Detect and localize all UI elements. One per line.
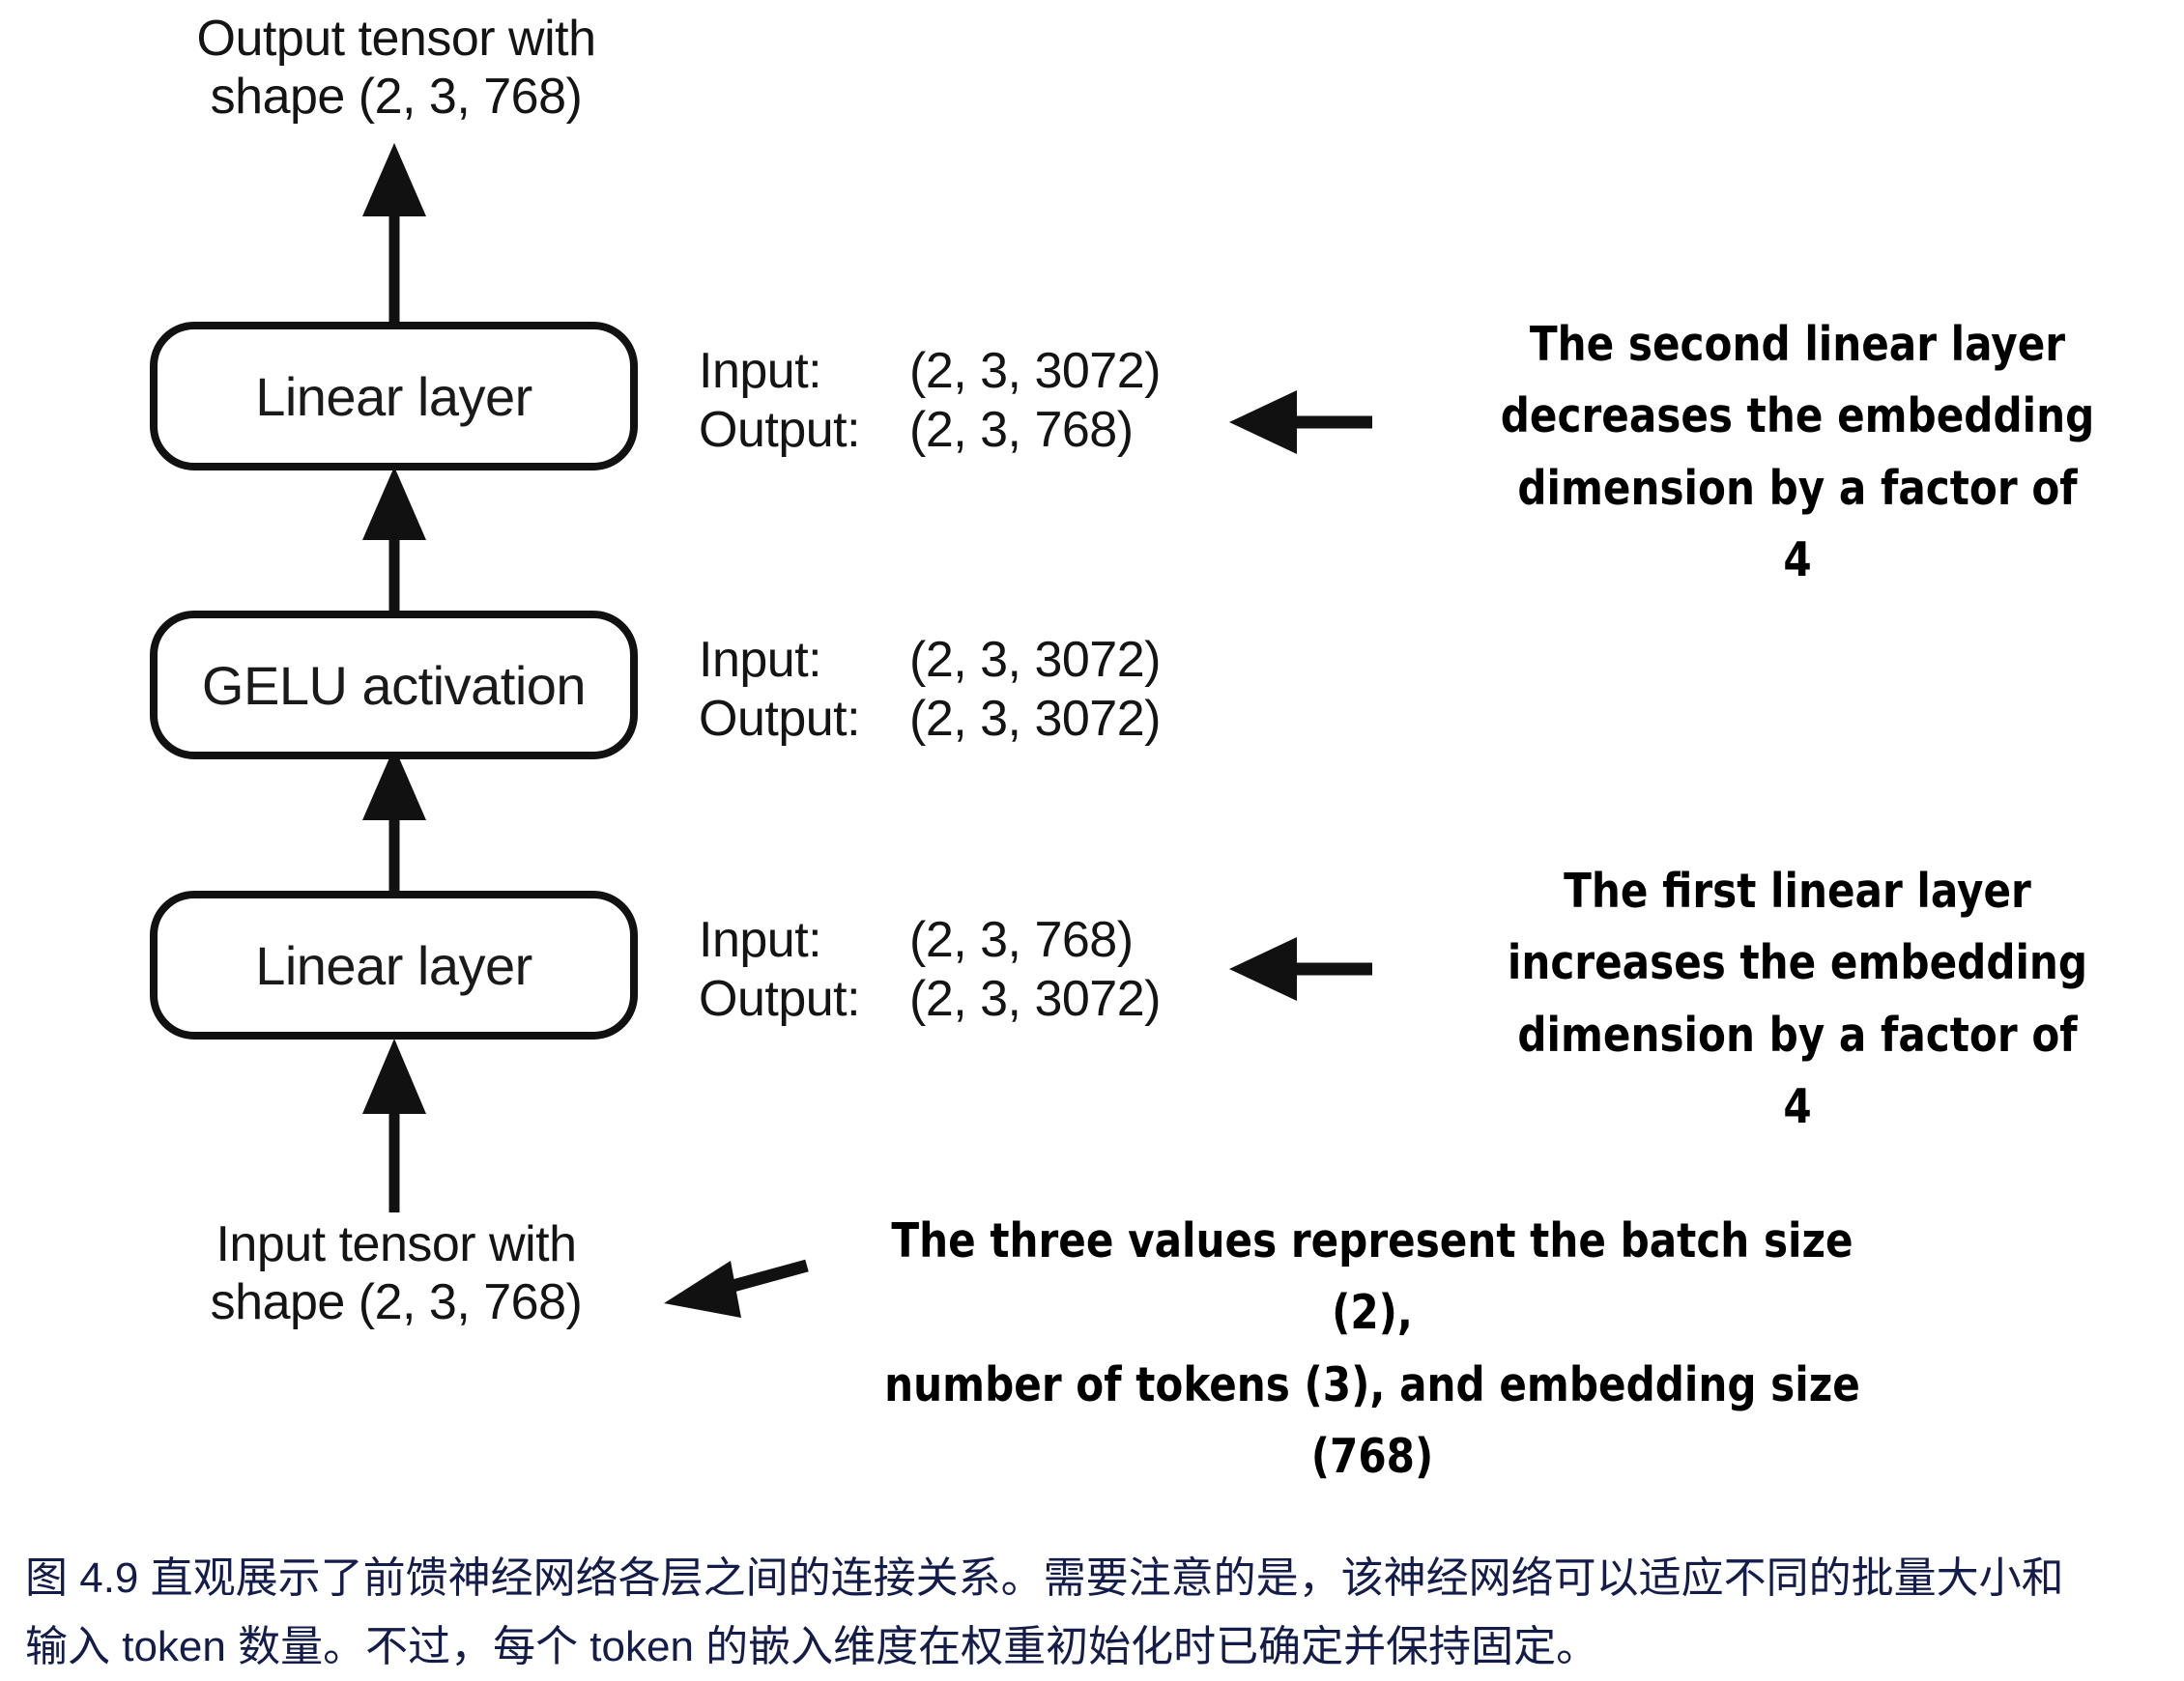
annotation-shape-meaning: The three values represent the batch siz… [884, 1213, 1860, 1485]
arrow-to-output [362, 143, 426, 322]
io-input-key: Input: [699, 912, 822, 968]
output-tensor-label: Output tensor with shape (2, 3, 768) [196, 11, 597, 126]
io-output-value: (2, 3, 3072) [909, 971, 1161, 1028]
arrow-gelu-to-linear2 [362, 467, 426, 611]
io-output-row: Output: (2, 3, 768) [699, 401, 1161, 460]
figure-caption-line-2: 输入 token 数量。不过，每个 token 的嵌入维度在权重初始化时已确定并… [25, 1623, 1599, 1671]
node-first-linear-layer[interactable]: Linear layer [150, 891, 638, 1040]
node-gelu-activation[interactable]: GELU activation [150, 611, 638, 759]
node-second-linear-layer[interactable]: Linear layer [150, 322, 638, 470]
arrow-input-to-linear1 [362, 1039, 426, 1212]
io-spec-second-linear-layer: Input: (2, 3, 3072) Output: (2, 3, 768) [699, 342, 1161, 461]
figure-caption: 图 4.9 直观展示了前馈神经网络各层之间的连接关系。需要注意的是，该神经网络可… [25, 1544, 2161, 1681]
input-tensor-label: Input tensor with shape (2, 3, 768) [210, 1216, 583, 1331]
node-second-linear-layer-label: Linear layer [255, 365, 532, 427]
figure-caption-line-1: 图 4.9 直观展示了前馈神经网络各层之间的连接关系。需要注意的是，该神经网络可… [25, 1554, 2064, 1602]
io-input-value: (2, 3, 3072) [909, 343, 1161, 399]
io-input-value: (2, 3, 3072) [909, 632, 1161, 688]
io-input-value: (2, 3, 768) [909, 912, 1134, 968]
node-first-linear-layer-label: Linear layer [255, 934, 532, 996]
io-output-key: Output: [699, 402, 861, 459]
io-output-value: (2, 3, 768) [909, 402, 1134, 459]
annotation-second-linear-layer: The second linear layer decreases the em… [1500, 317, 2095, 588]
io-spec-first-linear-layer: Input: (2, 3, 768) Output: (2, 3, 3072) [699, 911, 1161, 1030]
io-output-row: Output: (2, 3, 3072) [699, 690, 1161, 749]
io-spec-gelu-activation: Input: (2, 3, 3072) Output: (2, 3, 3072) [699, 631, 1161, 750]
io-input-key: Input: [699, 632, 822, 688]
io-output-value: (2, 3, 3072) [909, 691, 1161, 748]
arrow-note-first-linear [1229, 937, 1372, 1001]
arrow-note-second-linear [1229, 390, 1372, 454]
annotation-first-linear-layer: The first linear layer increases the emb… [1507, 864, 2088, 1135]
io-input-key: Input: [699, 343, 822, 399]
io-input-row: Input: (2, 3, 3072) [699, 342, 1161, 401]
io-input-row: Input: (2, 3, 768) [699, 911, 1161, 970]
io-output-key: Output: [699, 971, 861, 1028]
io-input-row: Input: (2, 3, 3072) [699, 631, 1161, 690]
node-gelu-activation-label: GELU activation [201, 654, 587, 716]
arrow-linear1-to-gelu [362, 747, 426, 891]
arrow-note-shape-meaning [664, 1259, 809, 1318]
io-output-row: Output: (2, 3, 3072) [699, 970, 1161, 1029]
io-output-key: Output: [699, 691, 861, 748]
